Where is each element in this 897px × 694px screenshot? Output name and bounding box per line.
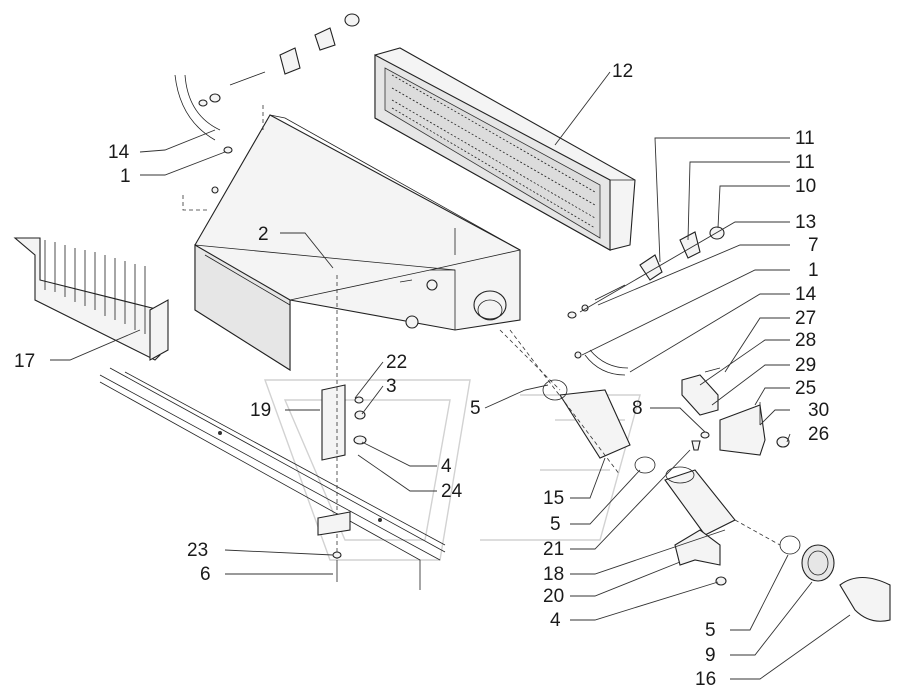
bracket-assembly [681,367,790,456]
callout-4: 4 [441,456,452,477]
callout-24: 24 [441,481,463,502]
callout-19: 19 [250,400,271,421]
callout-4: 4 [550,610,561,631]
callout-15: 15 [543,488,564,509]
callout-26: 26 [808,424,829,445]
callout-18: 18 [543,564,564,585]
callout-9: 9 [705,645,716,666]
heater-box [194,114,521,371]
callout-29: 29 [795,355,816,376]
hoses-lower [542,379,891,622]
hose-14-upper [174,74,233,154]
callout-5: 5 [705,620,716,641]
callout-2: 2 [258,224,269,245]
fittings-right [567,226,725,376]
callout-25: 25 [795,378,816,399]
callout-12: 12 [612,61,633,82]
callout-11: 11 [795,128,815,149]
callout-27: 27 [795,308,816,329]
callout-11: 11 [795,152,815,173]
callout-14: 14 [108,142,130,163]
callout-6: 6 [200,564,211,585]
callout-22: 22 [386,352,407,373]
callout-10: 10 [795,176,816,197]
callout-30: 30 [808,400,829,421]
callout-8: 8 [632,398,643,419]
callout-1: 1 [808,260,819,281]
callout-1: 1 [120,166,131,187]
callout-28: 28 [795,330,816,351]
callout-21: 21 [543,539,564,560]
filter-12 [374,47,636,251]
radiator-17 [13,237,169,361]
callout-23: 23 [187,540,208,561]
callouts: 12 14 1 11 11 10 13 2 7 1 14 27 28 29 25… [14,61,829,690]
callout-5: 5 [550,514,561,535]
fittings-top [182,13,360,211]
callout-16: 16 [695,669,716,690]
callout-13: 13 [795,212,816,233]
callout-20: 20 [543,586,564,607]
callout-14: 14 [795,284,817,305]
callout-7: 7 [808,235,819,256]
callout-3: 3 [386,376,397,397]
leader-lines [50,71,851,680]
callout-5: 5 [470,398,481,419]
callout-17: 17 [14,351,35,372]
frame-rail [99,367,446,590]
